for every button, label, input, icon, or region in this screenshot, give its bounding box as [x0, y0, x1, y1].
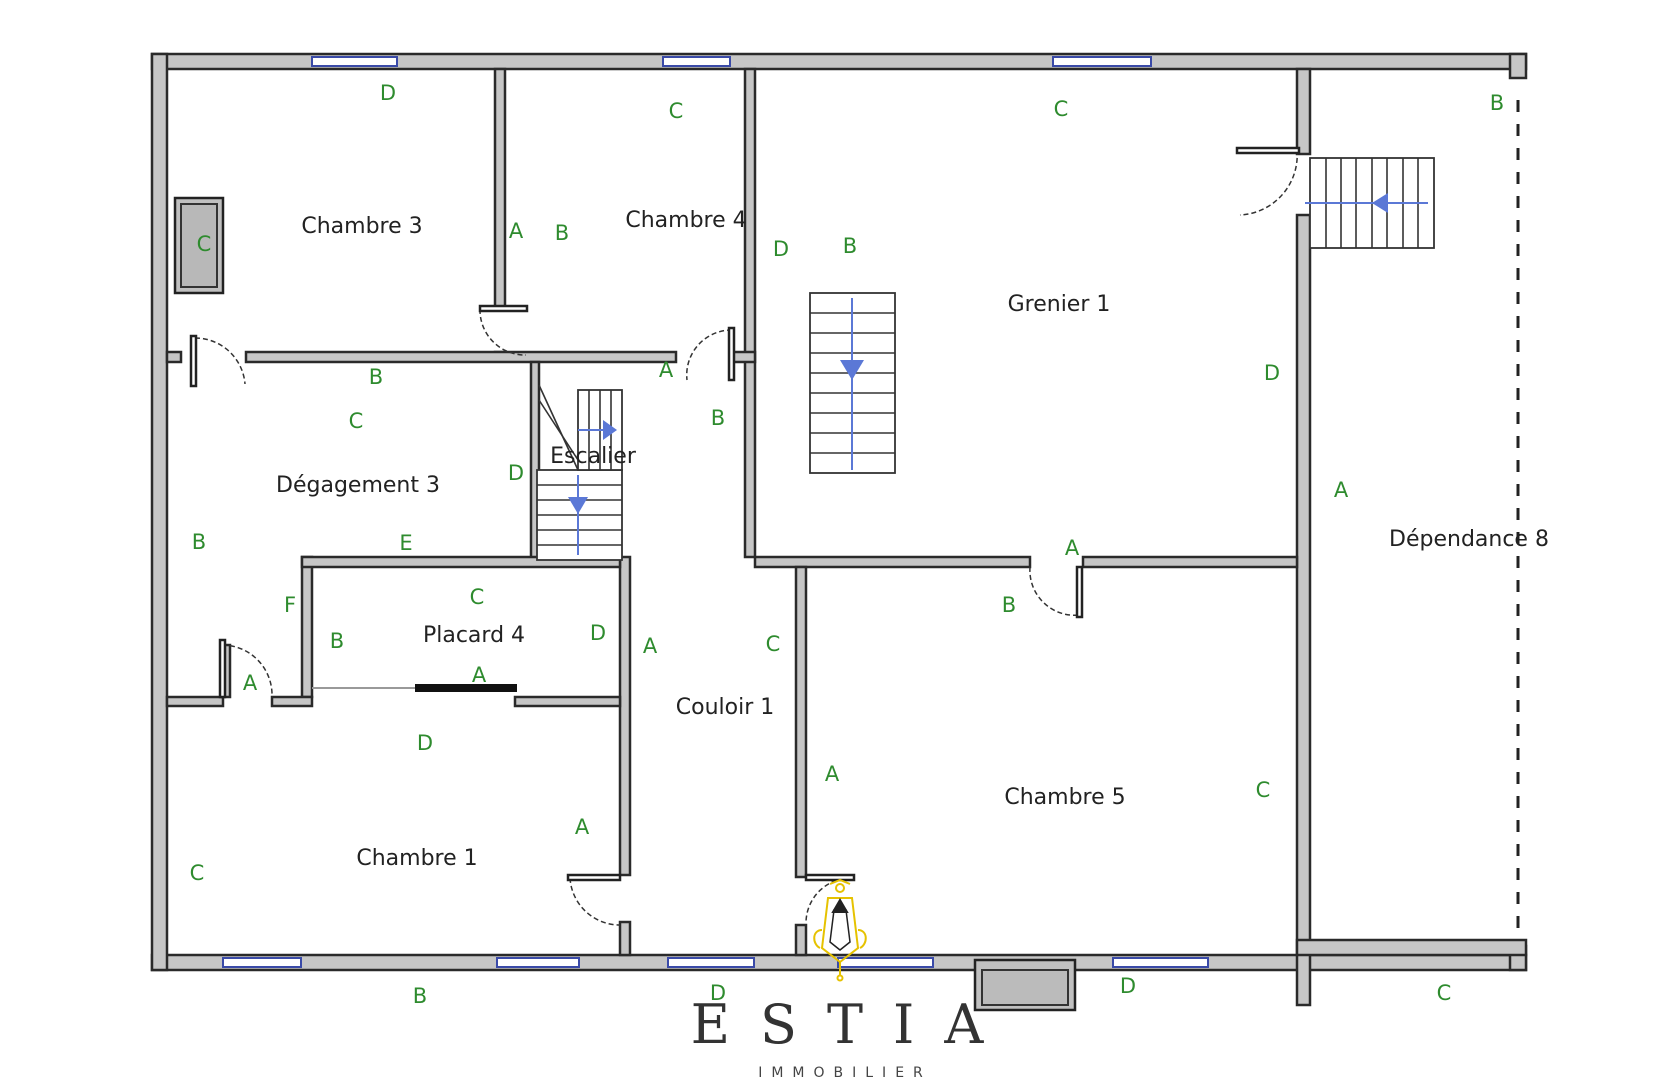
wall-letter: D: [508, 461, 524, 485]
stair-left-arrow-icon: [1372, 193, 1388, 213]
room-label-couloir-1: Couloir 1: [676, 695, 774, 720]
lantern-icon: [813, 878, 867, 982]
wall-letter: C: [190, 861, 205, 885]
wall-letter: B: [330, 629, 344, 653]
wall-letter: B: [711, 406, 725, 430]
room-label-chambre-3: Chambre 3: [301, 214, 422, 239]
wall-letter: E: [399, 531, 412, 555]
windows: [222, 56, 1209, 968]
stairs-dependance: [1305, 157, 1435, 249]
wall-letter: B: [1490, 91, 1504, 115]
brand-name: ESTIA: [691, 993, 1014, 1056]
room-label-degagement-3: Dégagement 3: [276, 473, 440, 498]
doors: [189, 146, 1301, 926]
wall-letter: A: [825, 762, 840, 786]
wall-letter: D: [1120, 974, 1136, 998]
wall-letter: B: [1002, 593, 1016, 617]
wall-letter: A: [575, 815, 590, 839]
room-label-grenier-1: Grenier 1: [1008, 292, 1111, 317]
room-label-escalier: Escalier: [550, 444, 637, 469]
wall-letter: B: [413, 984, 427, 1008]
room-label-chambre-5: Chambre 5: [1004, 785, 1125, 810]
wall-letter: A: [243, 671, 258, 695]
room-label-dependance-8: Dépendance 8: [1389, 527, 1549, 552]
stairs-grenier: [809, 292, 896, 474]
wall-letter: D: [1264, 361, 1280, 385]
wall-letter: A: [659, 358, 674, 382]
wall-letter: C: [669, 99, 684, 123]
wall-letter: D: [417, 731, 433, 755]
wall-letter: D: [380, 81, 396, 105]
wall-letters: D C A B C B D A C B D A C B D E F B A C …: [190, 81, 1505, 1008]
wall-letter: C: [470, 585, 485, 609]
wall-letter: B: [369, 365, 383, 389]
wall-letter: B: [843, 234, 857, 258]
wall-letter: B: [192, 530, 206, 554]
interior-walls: [165, 67, 1528, 1007]
wall-letter: A: [643, 634, 658, 658]
wall-letter: C: [1054, 97, 1069, 121]
wall-letter: C: [766, 632, 781, 656]
room-label-placard-4: Placard 4: [423, 623, 525, 648]
placard-sliding-door: [415, 684, 517, 692]
wall-letter: B: [555, 221, 569, 245]
brand-subtitle: IMMOBILIER: [758, 1065, 932, 1080]
stair-down-arrow-icon: [568, 497, 588, 514]
room-label-chambre-4: Chambre 4: [625, 208, 746, 233]
wall-letter: C: [1437, 981, 1452, 1005]
estia-logo: ESTIA IMMOBILIER: [691, 878, 1014, 1080]
wall-letter: C: [197, 232, 212, 256]
wall-letter: C: [349, 409, 364, 433]
wall-letter: A: [1334, 478, 1349, 502]
wall-letter: D: [710, 981, 726, 1005]
wall-letter: A: [509, 219, 524, 243]
wall-letter: A: [472, 663, 487, 687]
wall-letter: D: [773, 237, 789, 261]
wall-letter: F: [284, 593, 296, 617]
stair-up-arrow-icon: [603, 420, 617, 440]
wall-letter: D: [590, 621, 606, 645]
wall-letter: C: [1256, 778, 1271, 802]
room-label-chambre-1: Chambre 1: [356, 846, 477, 871]
wall-letter: A: [1065, 536, 1080, 560]
stair-down-arrow-icon: [840, 360, 864, 380]
stairs-escalier: [536, 384, 623, 561]
